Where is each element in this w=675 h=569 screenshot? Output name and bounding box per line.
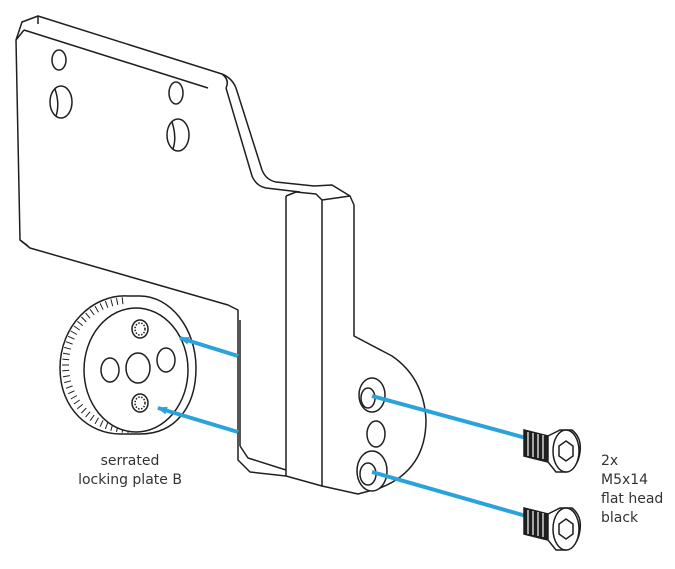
plate-tooth: [62, 352, 70, 355]
plate-tooth: [70, 330, 78, 335]
plate-label-line-1: serrated: [100, 453, 160, 469]
bracket-lower-edge: [239, 320, 287, 471]
plate-hole-large-right: [166, 118, 190, 152]
arrow-lower-screw: [371, 470, 527, 518]
arrow-upper-screw: [371, 394, 527, 440]
screws-label: 2x M5x14 flat head black: [601, 452, 663, 528]
plate-hole-large-left: [49, 85, 73, 119]
plate-tooth: [62, 375, 70, 378]
plate-tooth: [104, 300, 109, 308]
plate-tooth: [62, 358, 70, 361]
bracket-notch-edge: [225, 87, 301, 193]
plate-tooth: [116, 297, 119, 305]
plate-hole-small-right: [168, 81, 184, 105]
bracket-top-edge: [23, 16, 229, 89]
plate-label-line-2: locking plate B: [78, 472, 182, 488]
bracket: [15, 15, 427, 495]
plate-tooth: [99, 303, 104, 310]
screw-upper: [523, 429, 582, 473]
bracket-left-edge: [15, 29, 29, 247]
plate-tooth: [64, 346, 72, 350]
screws-label-size: M5x14: [601, 472, 649, 488]
bracket-column-front: [285, 191, 351, 486]
screw-lower: [523, 507, 582, 551]
bracket-upper-plate: [15, 15, 427, 495]
screws-label-finish: black: [601, 510, 639, 526]
plate-tooth: [85, 411, 91, 418]
plate-tooth: [70, 395, 78, 400]
plate-tooth: [67, 335, 75, 340]
plate-tooth: [85, 312, 91, 319]
plate-tooth: [73, 325, 80, 331]
plate-tooth: [104, 422, 109, 430]
plate-tooth: [80, 407, 87, 414]
plate-tooth: [62, 369, 70, 372]
screws-label-type: flat head: [601, 491, 664, 507]
plate-tooth: [121, 297, 124, 305]
plate-tooth: [67, 390, 75, 395]
plate-tooth: [94, 417, 99, 425]
arrow-lower-plate: [157, 406, 239, 434]
hex-socket-icon: [558, 518, 574, 540]
plate-tooth: [64, 380, 72, 384]
tab-hole-middle: [366, 420, 386, 448]
plate-tooth: [77, 320, 84, 327]
plate-tooth: [89, 309, 95, 316]
plate-tooth: [65, 341, 73, 345]
plate-label: serrated locking plate B: [64, 452, 196, 490]
plate-tooth: [99, 420, 104, 427]
plate-tooth: [77, 403, 84, 410]
arrow-upper-plate: [179, 336, 239, 358]
plate-tooth: [89, 414, 95, 421]
plate-tooth: [94, 305, 99, 313]
plate-tooth: [80, 316, 87, 323]
plate-side-hole-right: [156, 347, 176, 373]
serrated-locking-plate: [59, 295, 197, 435]
plate-side-hole-left: [100, 357, 120, 383]
hex-socket-icon: [558, 440, 574, 462]
screws-label-quantity: 2x: [601, 453, 619, 469]
assembly-arrows: [157, 336, 527, 518]
plate-tooth: [110, 299, 114, 307]
plate-hole-small-left: [51, 49, 67, 71]
plate-tooth: [65, 385, 73, 389]
plate-center-hole: [125, 352, 151, 384]
plate-tooth: [73, 399, 80, 405]
